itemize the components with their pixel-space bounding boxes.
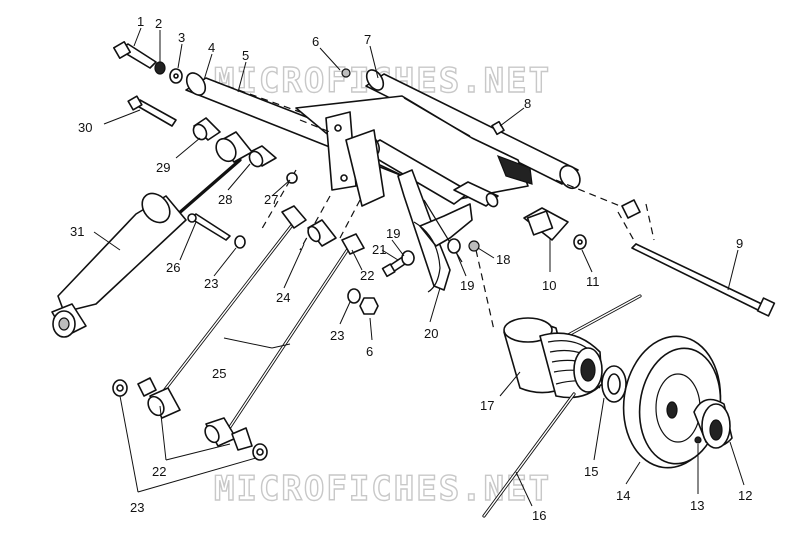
callout-10: 10 [542, 278, 556, 293]
callout-19b: 19 [460, 278, 474, 293]
callout-6: 6 [312, 34, 319, 49]
callout-numbers: 1 2 3 4 5 6 7 8 9 10 11 12 13 14 15 16 1… [70, 14, 752, 523]
callout-14: 14 [616, 488, 630, 503]
callout-30: 30 [78, 120, 92, 135]
callout-25: 25 [212, 366, 226, 381]
callout-2: 2 [155, 16, 162, 31]
watermark-bottom: MICROFICHES.NET [214, 469, 551, 509]
callout-9: 9 [736, 236, 743, 251]
callout-19a: 19 [386, 226, 400, 241]
long-bolt-9 [631, 243, 776, 317]
callout-6b: 6 [366, 344, 373, 359]
callout-21: 21 [372, 242, 386, 257]
callout-12: 12 [738, 488, 752, 503]
callout-24: 24 [276, 290, 290, 305]
leader-lines [93, 27, 745, 507]
callout-15: 15 [584, 464, 598, 479]
callout-22a: 22 [360, 268, 374, 283]
callout-8: 8 [524, 96, 531, 111]
callout-4: 4 [208, 40, 215, 55]
callout-17: 17 [480, 398, 494, 413]
callout-1: 1 [137, 14, 144, 29]
upper-shaft-assembly [185, 68, 581, 208]
shock-absorber [51, 131, 253, 338]
center-bracket [381, 169, 641, 293]
callout-13: 13 [690, 498, 704, 513]
callout-16: 16 [532, 508, 546, 523]
callout-5: 5 [242, 48, 249, 63]
callout-26: 26 [166, 260, 180, 275]
callout-22b: 22 [152, 464, 166, 479]
bolt-26 [187, 213, 246, 249]
spring-drum-assembly [482, 294, 642, 518]
callout-7: 7 [364, 32, 371, 47]
callout-3: 3 [178, 30, 185, 45]
callout-23a: 23 [204, 276, 218, 291]
callout-27: 27 [264, 192, 278, 207]
idler-wheel [622, 335, 733, 469]
hardware-upper-left [113, 41, 298, 184]
callout-29: 29 [156, 160, 170, 175]
callout-28: 28 [218, 192, 232, 207]
callout-31: 31 [70, 224, 84, 239]
callout-23b: 23 [330, 328, 344, 343]
callout-23c: 23 [130, 500, 144, 515]
callout-20: 20 [424, 326, 438, 341]
callout-18: 18 [496, 252, 510, 267]
callout-11: 11 [586, 274, 600, 289]
